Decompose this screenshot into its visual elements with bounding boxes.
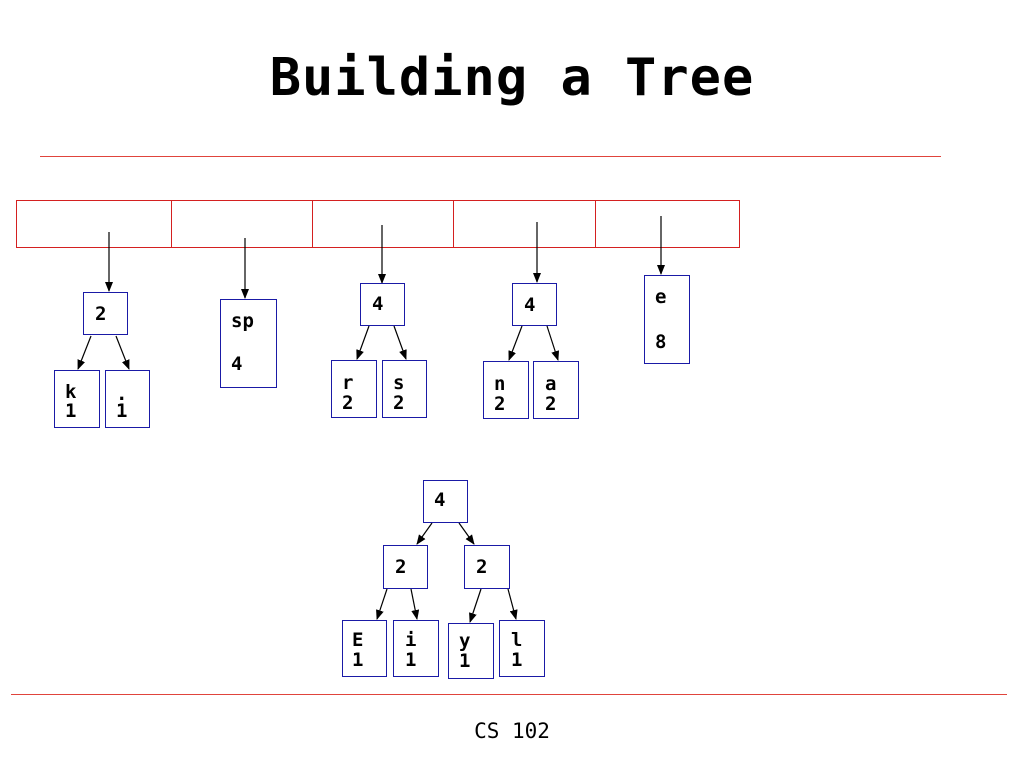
tree-edge [356, 325, 370, 360]
node-count: 1 [352, 649, 364, 671]
node-count: 2 [342, 392, 354, 414]
top-rule [40, 156, 941, 157]
tree-node-leaf: E 1 [342, 620, 387, 677]
tree-node-leaf: a 2 [533, 361, 579, 419]
node-char: y [459, 630, 471, 652]
node-count: 2 [545, 393, 557, 415]
tree-node-leaf: k 1 [54, 370, 100, 428]
node-count: 1 [65, 400, 77, 422]
slide-title: Building a Tree [269, 48, 755, 108]
tree-edge [77, 335, 92, 370]
tree-node-internal: 4 [360, 283, 405, 326]
queue-cell [595, 200, 740, 248]
tree-edge [546, 325, 560, 361]
node-weight: 2 [476, 556, 488, 578]
node-count: 1 [116, 400, 128, 422]
node-weight: 2 [395, 556, 407, 578]
tree-node-internal: 4 [512, 283, 557, 326]
node-count: 8 [655, 331, 667, 353]
node-char: k [65, 381, 77, 403]
tree-node-leaf: . 1 [105, 370, 150, 428]
node-char: s [393, 372, 405, 394]
node-count: 4 [231, 353, 243, 375]
node-weight: 4 [434, 489, 446, 511]
node-count: 2 [393, 392, 405, 414]
tree-node-leaf: y 1 [448, 623, 494, 679]
tree-edge [508, 325, 523, 361]
node-count: 2 [494, 393, 506, 415]
tree-node-internal: 2 [83, 292, 128, 335]
tree-edge [393, 325, 407, 360]
tree-node-internal: 4 [423, 480, 468, 523]
tree-node-leaf: i 1 [393, 620, 439, 677]
node-char: l [511, 629, 523, 651]
node-count: 1 [405, 649, 417, 671]
tree-node-leaf: s 2 [382, 360, 427, 418]
tree-edge [115, 335, 130, 370]
node-char: i [405, 629, 417, 651]
node-char: e [655, 286, 667, 308]
node-char: sp [231, 310, 254, 332]
tree-node-leaf: e 8 [644, 275, 690, 364]
tree-node-internal: 2 [464, 545, 510, 589]
node-char: E [352, 629, 364, 651]
tree-node-leaf: sp 4 [220, 299, 277, 388]
tree-node-leaf: n 2 [483, 361, 529, 419]
bottom-rule [11, 694, 1007, 695]
node-weight: 4 [524, 294, 536, 316]
node-weight: 2 [95, 303, 107, 325]
node-char: a [545, 373, 557, 395]
tree-edge [416, 522, 433, 545]
tree-edge [376, 588, 388, 620]
tree-edge [469, 588, 482, 623]
node-count: 1 [459, 650, 471, 672]
tree-node-leaf: r 2 [331, 360, 377, 418]
tree-edge [458, 522, 475, 545]
node-char: r [342, 372, 354, 394]
node-char: n [494, 373, 506, 395]
node-weight: 4 [372, 293, 384, 315]
slide-footer: CS 102 [474, 719, 550, 743]
node-count: 1 [511, 649, 523, 671]
tree-node-leaf: l 1 [499, 620, 545, 677]
tree-node-internal: 2 [383, 545, 428, 589]
node-char: . [116, 383, 128, 405]
tree-edge [507, 588, 518, 620]
tree-edge [410, 588, 420, 620]
